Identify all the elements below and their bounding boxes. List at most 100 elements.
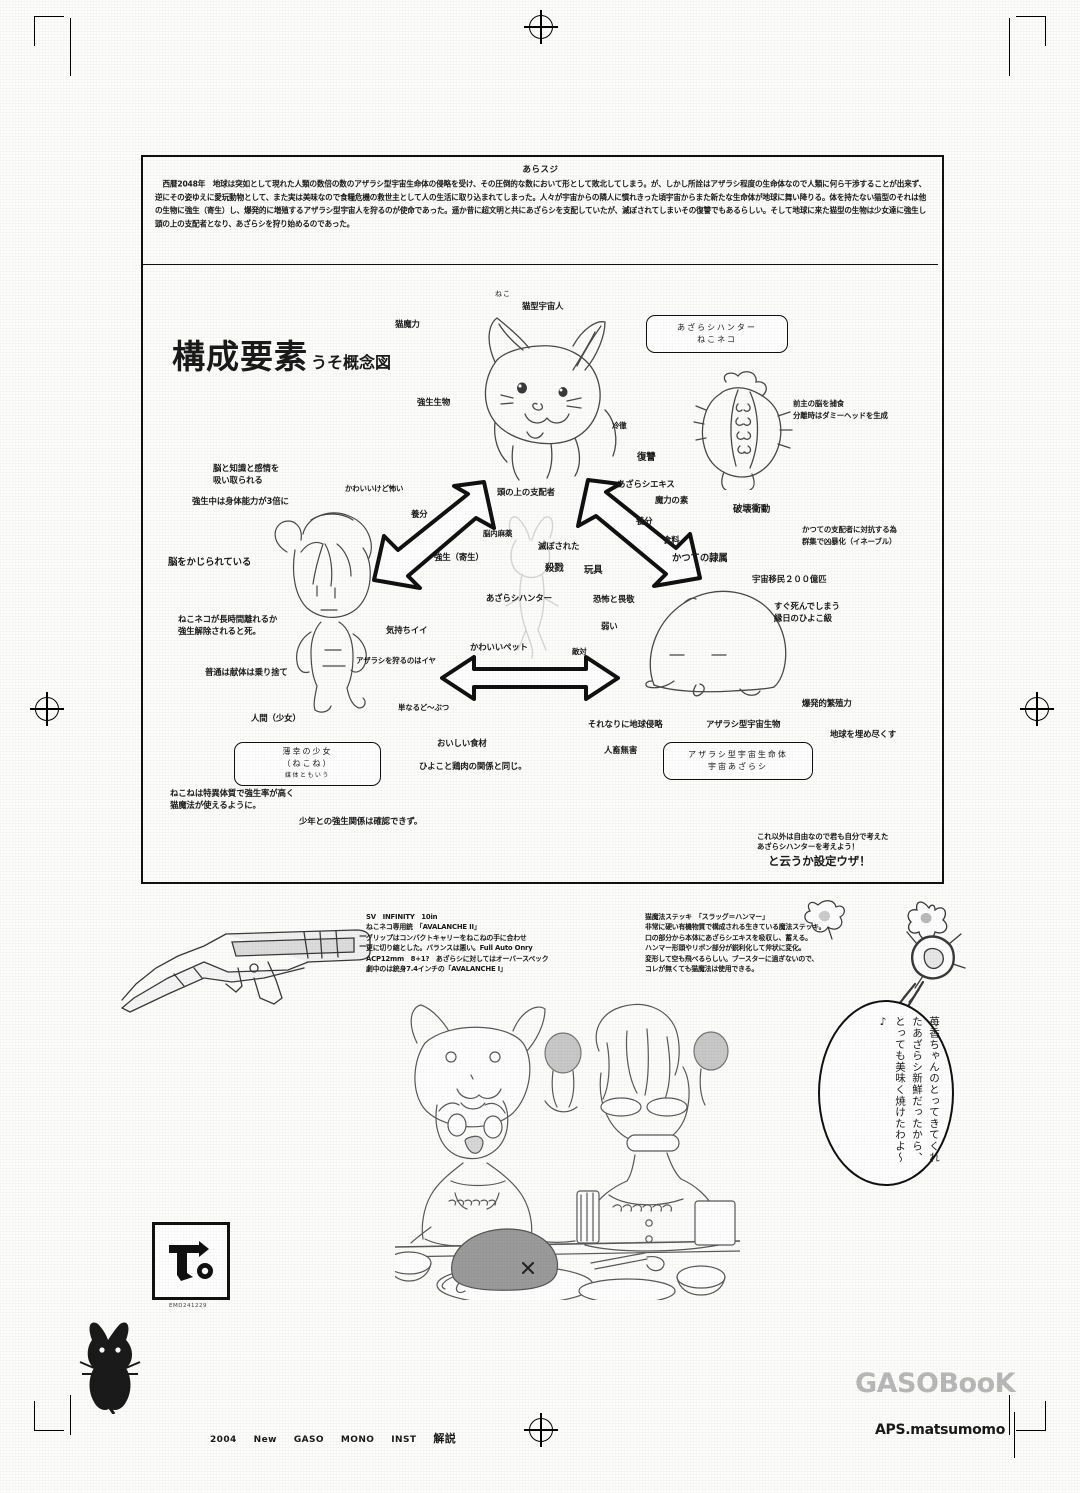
brand-gasobook: GASOBooK [855,1368,1016,1399]
wand-sketch [885,898,995,1013]
label-feels-good: 気持ちイイ [386,625,428,635]
caption-girl-line1: 薄幸の少女 [282,747,333,756]
label-triple-ability: 強生中は身体能力が3倍に [192,496,289,506]
label-cold-blooded: 冷徹 [612,421,627,430]
ghost-cat-sketch [492,510,572,660]
registration-mark-bottom [524,1413,558,1447]
footer-left: 2004 New GASO MONO INST 解説 [210,1430,456,1446]
page-title-sub: うそ概念図 [311,353,392,372]
label-hostile: 敵対 [572,647,587,656]
edge-bar-bottom-right [1008,1395,1010,1435]
speech-balloon: 苺香ちゃんのとってきてくれたあざらシ新鮮だったから、とっても美味く焼けたわよ～♪ [818,1000,954,1186]
label-magic-source: 魔力の素 [655,495,689,505]
label-revenge: 復讐 [637,452,656,463]
crop-tick-top-left [70,18,72,52]
gun-equipment-note: SV INFINITY 10in ねこネコ専用銃 「AVALANCHE II」 … [366,913,549,974]
label-against-old-ruler: かつての支配者に対抗する為 群集で凶暴化（イネーブル） [802,525,897,546]
label-brain-knowledge: 脳と知識と感情を 吸い取られる [213,463,280,485]
edge-bar-top-left [70,36,72,76]
label-seal-extract: あざらシエキス [617,479,675,489]
arrow-girl-to-seal [440,655,620,701]
caption-box-seal-hunter: あざらシハンター ねこネコ [646,315,788,353]
freeform-note-big: と云うか設定ウザ！ [768,854,871,868]
synopsis-body: 西暦2048年 地球は突如として現れた人類の数倍の数のアザラシ型宇宙生命体の侵略… [155,179,926,229]
label-food-supply: 食料 [663,535,680,545]
label-tasty-food: おいしい食材 [437,738,487,748]
caption-girl-line3: 媒体ともいう [285,772,330,779]
seal-alien-sketch [640,585,795,703]
dinner-scene-sketch [395,995,740,1300]
label-space-migrants: 宇宙移民２００億匹 [752,574,827,584]
registration-mark-right [1020,692,1054,726]
speech-balloon-text: 苺香ちゃんのとってきてくれたあざらシ新鮮だったから、とっても美味く焼けたわよ～♪ [877,1016,940,1163]
label-somewhat-invasion: それなりに地球侵略 [588,719,663,729]
page-title: 構成要素 うそ概念図 [172,330,391,378]
crop-tick-top-right [1008,18,1010,52]
label-massacre: 殺戮 [545,563,564,574]
page-title-main: 構成要素 [172,337,308,376]
label-nekoneko-away-death: ねこネコが長時間離れるか 強生解除されると死。 [178,614,278,636]
label-harmless: 人畜無害 [604,745,638,755]
arrow-cat-to-seal [570,478,702,590]
wand-equipment-note: 猫魔法ステッキ 「スラッグ＝ハンマー」 非常に硬い有機物質で構成される生きている… [645,913,826,974]
label-cute-pet: かわいいペット [470,642,528,652]
label-ruler-on-head: 頭の上の支配者 [497,487,555,497]
registration-mark-left [30,692,64,726]
corner-mark-top-left [34,16,64,46]
gun-sketch [108,912,388,1017]
label-nutrition-right: 養分 [636,516,653,526]
footer-item-mono: MONO [340,1435,375,1445]
corner-mark-bottom-right [1016,1401,1047,1432]
freeform-note-small: これ以外は自由なので君も自分で考えた あざらシハンターを考えよう！ [757,832,889,851]
label-boy-relation: 少年との強生関係は確認できず。 [299,816,423,826]
label-destroyed: 滅ぼされた [538,541,580,551]
label-hunting-dislike: アザラシを狩るのはイヤ [356,656,436,665]
arrow-girl-to-cat [372,480,502,590]
footer-item-gaso: GASO [293,1435,324,1445]
footer-item-new: New [253,1435,277,1445]
synopsis-title: あらスジ [522,165,559,175]
label-dies-quickly: すぐ死んでしまう 縁日のひよこ級 [774,601,840,623]
footer-item-inst: INST [391,1435,417,1445]
label-bury-earth: 地球を埋め尽くす [830,729,897,739]
label-strong-life-parasite: 強生（寄生） [434,552,484,562]
footer-kanji: 解説 [433,1432,457,1445]
caption-box-seal-alien: アザラシ型宇宙生命体 宇宙あざらシ [663,742,813,780]
label-seal-hunter-center: あざらシハンター [486,593,552,603]
label-explosive-breeding: 爆発的繁殖力 [802,698,852,708]
footer-year: 2004 [210,1435,237,1445]
label-human-girl: 人間（少女） [251,713,301,723]
label-destruction-urge: 破壊衝動 [733,504,771,515]
label-cat-type-alien: 猫型宇宙人 [522,301,564,311]
label-cute-but-scary: かわいいけど怖い [345,484,404,493]
cat-mascot-icon [78,1318,142,1415]
logo-mark-icon [152,1222,230,1300]
label-strong-life-creature: 強生生物 [417,397,451,407]
publisher-divider [1014,1412,1016,1458]
corner-mark-bottom-left [34,1401,64,1432]
label-fear-reverence: 恐怖と畏敬 [593,594,635,604]
girl-sketch [265,500,395,715]
label-normally-discard: 普通は献体は乗り捨て [205,667,288,677]
cat-alien-sketch [455,300,635,485]
wand-head-detail-sketch [800,895,860,943]
label-cat-magic: 猫魔力 [395,319,420,329]
corner-mark-top-right [1016,16,1047,46]
label-toy: 玩具 [584,565,603,576]
label-weak: 弱い [601,621,618,631]
synopsis-block: あらスジ 西暦2048年 地球は突如として現れた人類の数倍の数のアザラシ型宇宙生… [143,157,938,265]
dummy-head-sketch [690,368,798,490]
publisher-name: APS.matsumomo [875,1422,1006,1438]
label-prev-host-brain: 前主の脳を捕食 分離時はダミーヘッドを生成 [793,399,888,420]
label-chicken-relation: ひよこと鶏肉の関係と同じ。 [419,761,527,771]
publisher-logo-block: EMD241229 [152,1222,230,1309]
label-seal-type-alien-life: アザラシ型宇宙生物 [706,719,781,729]
concept-diagram-frame [141,155,944,884]
label-brain-gnawed: 脳をかじられている [168,557,252,568]
caption-seal-hunter-line2: ねこネコ [697,335,737,344]
caption-girl-line2: （ねこね） [282,759,333,768]
logo-code-text: EMD241229 [169,1303,207,1309]
label-nekone-special: ねこねは特異体質で強生率が高く 猫魔法が使えるように。 [170,788,295,810]
caption-seal-alien-line1: アザラシ型宇宙生命体 [688,750,788,759]
edge-bar-bottom-left [70,1395,72,1435]
